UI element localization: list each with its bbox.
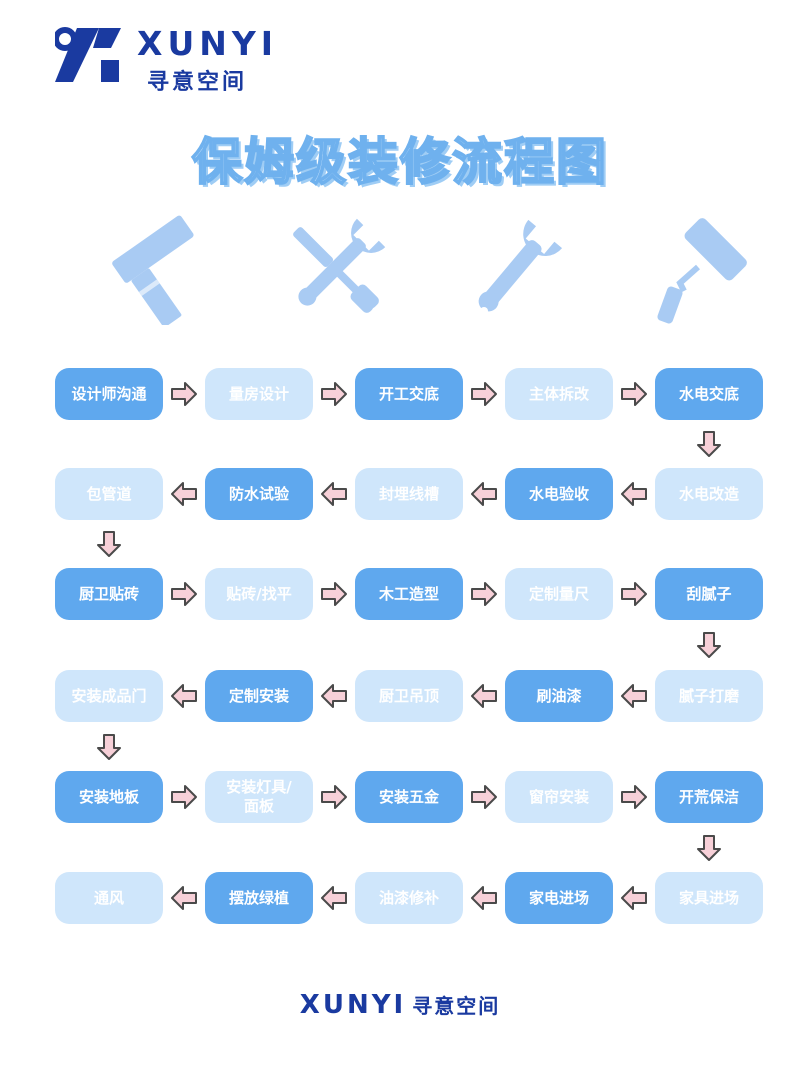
flow-arrow-left-icon <box>471 684 497 708</box>
flow-arrow-right-icon <box>471 785 497 809</box>
flow-arrow-down-icon <box>97 733 121 760</box>
paint-roller-icon <box>657 218 747 324</box>
flow-arrow-left-icon <box>321 886 347 910</box>
flow-step: 刷油漆 <box>505 670 613 722</box>
flow-step: 安装灯具/ 面板 <box>205 771 313 823</box>
flow-step: 主体拆改 <box>505 368 613 420</box>
flow-step: 封埋线槽 <box>355 468 463 520</box>
flow-step: 定制安装 <box>205 670 313 722</box>
flow-arrow-down-icon <box>697 834 721 861</box>
flow-step: 通风 <box>55 872 163 924</box>
wrench-screwdriver-icon <box>293 218 386 315</box>
brand-mark-icon <box>55 27 121 82</box>
flow-step: 开工交底 <box>355 368 463 420</box>
flow-arrow-left-icon <box>321 684 347 708</box>
flow-step: 防水试验 <box>205 468 313 520</box>
flow-step: 贴砖/找平 <box>205 568 313 620</box>
flow-step: 定制量尺 <box>505 568 613 620</box>
flow-step: 家电进场 <box>505 872 613 924</box>
brand-logo: XUNYI 寻意空间 <box>55 24 315 95</box>
flow-arrow-down-icon <box>97 531 121 557</box>
flow-step: 包管道 <box>55 468 163 520</box>
flow-step: 厨卫贴砖 <box>55 568 163 620</box>
flow-arrow-down-icon <box>697 632 721 658</box>
flow-step: 水电交底 <box>655 368 763 420</box>
flow-arrow-right-icon <box>171 582 197 606</box>
flow-step: 量房设计 <box>205 368 313 420</box>
page-title: 保姆级装修流程图 <box>191 132 608 192</box>
flow-arrow-right-icon <box>621 582 647 606</box>
flow-step: 油漆修补 <box>355 872 463 924</box>
footer-brand-en: XUNYI <box>299 990 407 1020</box>
flow-arrow-left-icon <box>171 684 197 708</box>
flow-arrow-right-icon <box>621 382 647 406</box>
flow-step: 摆放绿植 <box>205 872 313 924</box>
flow-arrow-right-icon <box>171 382 197 406</box>
flow-step: 开荒保洁 <box>655 771 763 823</box>
flow-step: 安装成品门 <box>55 670 163 722</box>
flow-arrow-right-icon <box>321 582 347 606</box>
wrench-icon <box>478 219 563 315</box>
flow-step: 水电验收 <box>505 468 613 520</box>
flow-arrow-left-icon <box>621 482 647 506</box>
flow-step: 水电改造 <box>655 468 763 520</box>
flow-arrow-left-icon <box>471 886 497 910</box>
flow-arrow-right-icon <box>471 582 497 606</box>
brand-name-cn: 寻意空间 <box>147 70 248 95</box>
hammer-icon <box>112 215 194 325</box>
flow-step: 窗帘安装 <box>505 771 613 823</box>
flow-step: 家具进场 <box>655 872 763 924</box>
flow-arrow-right-icon <box>321 382 347 406</box>
flow-arrow-right-icon <box>471 382 497 406</box>
footer-brand-cn: 寻意空间 <box>412 994 501 1018</box>
flow-arrow-left-icon <box>171 886 197 910</box>
flow-step: 安装地板 <box>55 771 163 823</box>
flow-step: 厨卫吊顶 <box>355 670 463 722</box>
flow-step: 腻子打磨 <box>655 670 763 722</box>
flow-arrow-down-icon <box>697 431 721 457</box>
flow-arrow-right-icon <box>621 785 647 809</box>
flow-step: 设计师沟通 <box>55 368 163 420</box>
flow-arrow-right-icon <box>321 785 347 809</box>
flow-step: 刮腻子 <box>655 568 763 620</box>
flow-arrow-left-icon <box>471 482 497 506</box>
flow-step: 安装五金 <box>355 771 463 823</box>
flow-step: 木工造型 <box>355 568 463 620</box>
flow-arrow-left-icon <box>621 886 647 910</box>
brand-name-en: XUNYI <box>137 24 279 63</box>
flow-arrow-right-icon <box>171 785 197 809</box>
flow-arrow-left-icon <box>621 684 647 708</box>
flow-arrow-left-icon <box>321 482 347 506</box>
flow-arrow-left-icon <box>171 482 197 506</box>
